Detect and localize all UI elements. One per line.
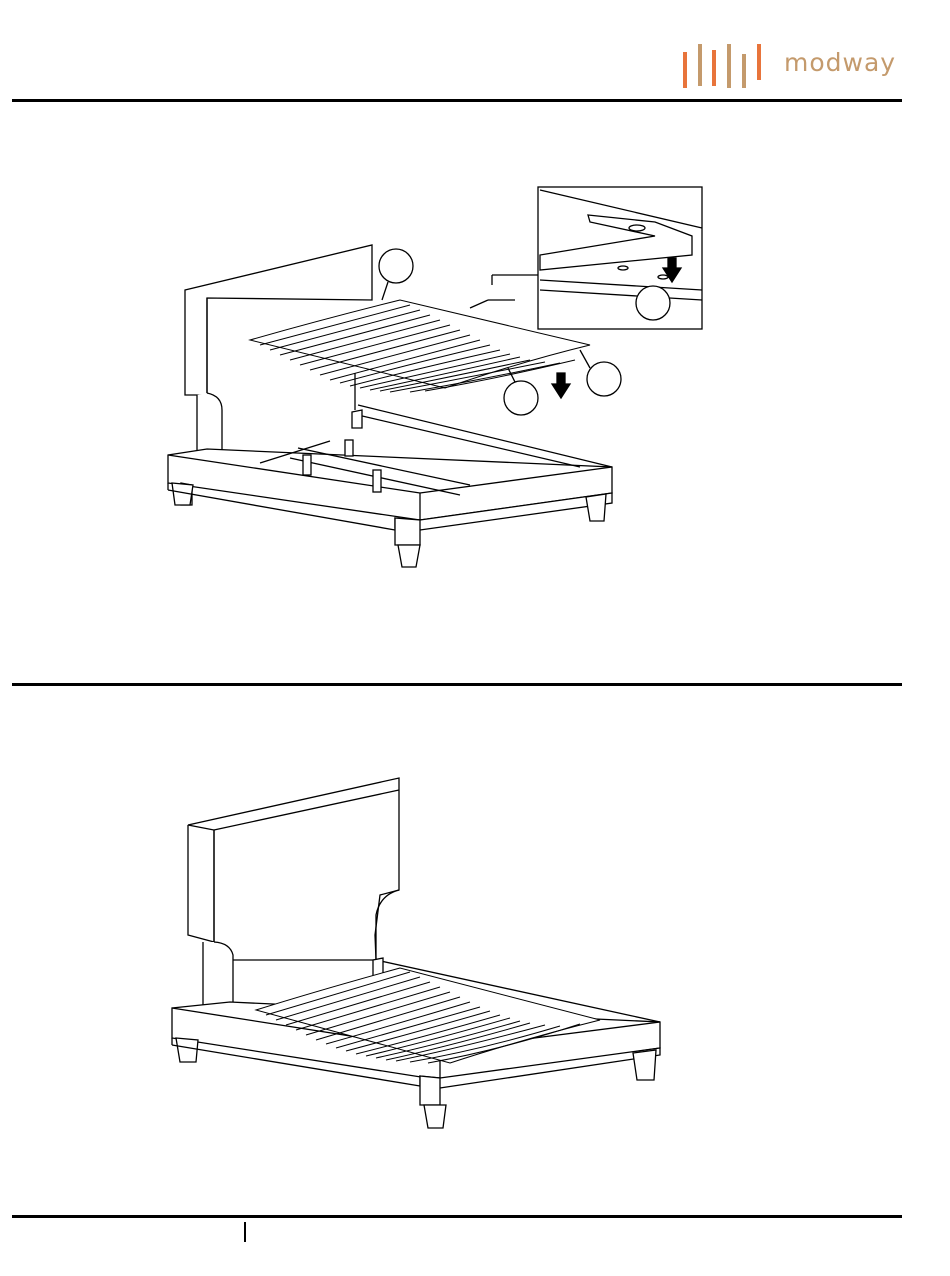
headboard-assembled [188, 778, 399, 1006]
